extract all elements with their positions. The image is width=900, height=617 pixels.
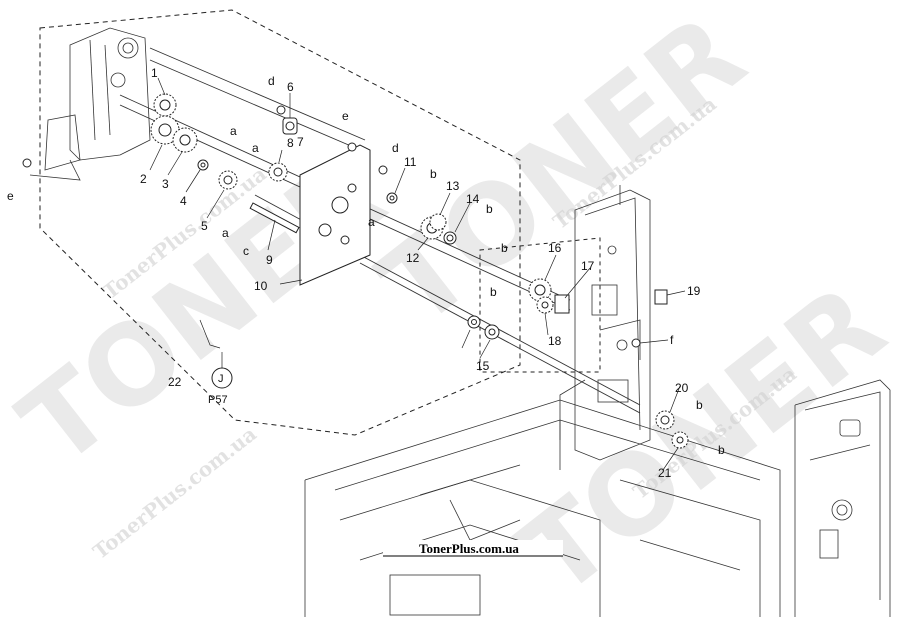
letter-b: b [430, 167, 437, 181]
reference-page: P57 [208, 394, 228, 406]
callout-13: 13 [446, 179, 460, 193]
callout-1: 1 [151, 66, 158, 80]
gear-21-icon [671, 431, 689, 449]
left-drive-housing [29, 27, 151, 181]
washer-14-icon [443, 231, 457, 245]
callout-15: 15 [476, 359, 490, 373]
gear-8-icon [268, 162, 288, 182]
callout-22: 22 [168, 375, 182, 389]
gear-2-icon [150, 115, 180, 145]
letter-f: f [670, 333, 674, 347]
assembly-boundary-dashed [39, 9, 521, 436]
bracket-6-icon [282, 117, 298, 135]
callout-7: 7 [297, 135, 304, 149]
letter-a: a [222, 226, 229, 240]
gear-18-icon [536, 296, 554, 314]
screw-f-icon [631, 338, 641, 348]
shaft-9-icon [249, 202, 300, 234]
callout-10: 10 [254, 279, 268, 293]
callout-4: 4 [180, 194, 187, 208]
gear-1-icon [153, 93, 177, 117]
letter-e: e [7, 189, 14, 203]
callout-19: 19 [687, 284, 701, 298]
right-side-frame [794, 379, 891, 617]
callout-21: 21 [658, 466, 672, 480]
letter-d: d [268, 74, 275, 88]
footer-caption: TonerPlus.com.ua [383, 540, 563, 557]
bearing-15-icon [484, 324, 500, 340]
callout-12: 12 [406, 251, 420, 265]
gear-3-icon [172, 127, 198, 153]
letter-d: d [392, 141, 399, 155]
screw-d2-icon [378, 165, 388, 175]
letter-e: e [342, 109, 349, 123]
callout-17: 17 [581, 259, 595, 273]
page-reference: J P57 [208, 367, 233, 406]
callout-18: 18 [548, 334, 562, 348]
letter-b: b [501, 241, 508, 255]
letter-b: b [718, 443, 725, 457]
fastener-letters: a a a a b b b b b b c d d e e f [7, 74, 725, 457]
footer-site: TonerPlus.com.ua [419, 541, 519, 556]
letter-b: b [696, 398, 703, 412]
reference-symbol: J [218, 373, 224, 385]
screw-e-left-icon [22, 158, 32, 168]
screw-e-icon [347, 142, 357, 152]
bracket-17-icon [554, 294, 570, 314]
gear-5-icon [218, 170, 238, 190]
letter-a: a [230, 124, 237, 138]
bushing-4-icon [197, 159, 209, 171]
callout-2: 2 [140, 172, 147, 186]
gears [22, 93, 689, 449]
callout-numbers: 1 2 3 4 5 6 7 8 9 10 11 12 13 14 15 16 1… [140, 66, 701, 480]
letter-b: b [486, 202, 493, 216]
letter-b: b [490, 285, 497, 299]
callout-14: 14 [466, 192, 480, 206]
gear-20-icon [655, 410, 675, 430]
callout-20: 20 [675, 381, 689, 395]
callout-6: 6 [287, 80, 294, 94]
gear-13-icon [429, 213, 447, 231]
callout-9: 9 [266, 253, 273, 267]
sub-assembly-boundary-dashed [479, 237, 601, 373]
bushing-4b-icon [467, 315, 481, 329]
letter-c: c [243, 244, 249, 258]
screw-d-icon [276, 105, 286, 115]
callout-8: 8 [287, 136, 294, 150]
callout-11: 11 [404, 155, 417, 169]
label-19-icon [654, 289, 668, 305]
letter-a: a [368, 215, 375, 229]
callout-3: 3 [162, 177, 169, 191]
letter-a: a [252, 141, 259, 155]
side-plate-frame [559, 185, 651, 461]
gear-16-icon [528, 278, 552, 302]
callout-5: 5 [201, 219, 208, 233]
leader-lines [149, 77, 686, 471]
bushing-11-icon [386, 192, 398, 204]
callout-16: 16 [548, 241, 562, 255]
